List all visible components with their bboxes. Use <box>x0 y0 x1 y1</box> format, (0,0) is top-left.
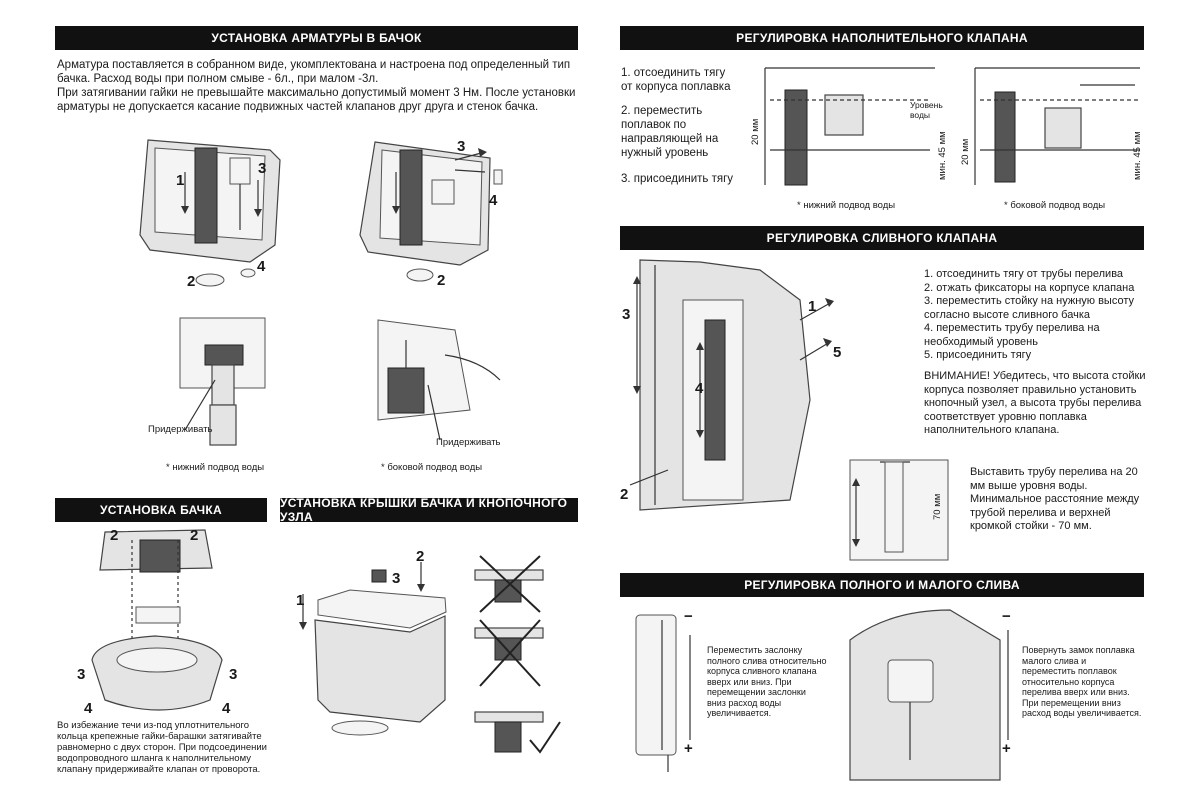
fill-dim-45-b: мин. 45 мм <box>1132 131 1143 180</box>
fill-caption-bottom: * нижний подвод воды <box>797 200 896 211</box>
tank-step-4-left: 4 <box>84 700 93 717</box>
section-title-install-fittings: УСТАНОВКА АРМАТУРЫ В БАЧОК <box>55 26 578 50</box>
section-title-drain-valve: РЕГУЛИРОВКА СЛИВНОГО КЛАПАНА <box>620 226 1144 250</box>
small-flush-plus: + <box>1002 740 1011 757</box>
section-title-fill-valve: РЕГУЛИРОВКА НАПОЛНИТЕЛЬНОГО КЛАПАНА <box>620 26 1144 50</box>
small-flush-minus: − <box>1002 608 1011 625</box>
fill-valve-step3: 3. присоединить тягу <box>621 173 734 185</box>
fill-valve-step2: 2. переместить поплавок по направляющей … <box>621 105 719 159</box>
tank-side-inlet-illustration <box>359 141 503 282</box>
fill-valve-step1: 1. отсоединить тягу от корпуса поплавка <box>621 67 731 93</box>
drain-step-item-4: 4. переместить трубу перелива на необход… <box>924 322 1100 348</box>
install-fittings-para1: Арматура поставляется в собранном виде, … <box>57 59 571 85</box>
step-3-label: 3 <box>258 160 267 177</box>
small-flush-note: Повернуть замок поплавка малого слива и … <box>1022 645 1142 718</box>
drain-step-item-5: 5. присоединить тягу <box>924 349 1032 361</box>
step-1-label: 1 <box>176 172 185 189</box>
install-tank-note: Во избежание течи из-под уплотнительного… <box>57 720 267 775</box>
section-title-install-lid: УСТАНОВКА КРЫШКИ БАЧКА И КНОПОЧНОГО УЗЛА <box>280 496 578 524</box>
tank-step-2-right: 2 <box>190 527 199 544</box>
drain-step-3: 3 <box>622 306 631 323</box>
full-flush-minus: − <box>684 608 693 625</box>
section-title-flush-adjust: РЕГУЛИРОВКА ПОЛНОГО И МАЛОГО СЛИВА <box>620 573 1144 597</box>
tank-step-3-left: 3 <box>77 666 86 683</box>
full-flush-plus: + <box>684 740 693 757</box>
full-flush-illustration <box>635 614 691 772</box>
tank-step-2-left: 2 <box>110 527 119 544</box>
fill-dim-45-a: мин. 45 мм <box>937 131 948 180</box>
drain-valve-illustration <box>629 259 834 511</box>
hold-label-1: Придерживать <box>148 424 213 435</box>
section-title-install-tank: УСТАНОВКА БАЧКА <box>55 498 267 522</box>
side-inlet-detail <box>377 319 501 441</box>
full-flush-note: Переместить заслонку полного слива относ… <box>707 645 827 718</box>
overflow-dim-70: 70 мм <box>932 493 943 520</box>
overflow-dimension-illustration <box>849 459 949 561</box>
drain-step-item-1: 1. отсоединить тягу от трубы перелива <box>924 268 1124 280</box>
drain-step-4: 4 <box>695 380 704 397</box>
tank-mount-illustration <box>91 529 223 711</box>
drain-step-list: 1. отсоединить тягу от трубы перелива 2.… <box>924 268 1146 363</box>
overflow-note: Выставить трубу перелива на 20 мм выше у… <box>970 466 1140 532</box>
fill-caption-side: * боковой подвод воды <box>1004 200 1106 211</box>
tank-step-3-right: 3 <box>229 666 238 683</box>
step-3b-label: 3 <box>457 138 466 155</box>
hold-label-2: Придерживать <box>436 437 501 448</box>
fill-valve-bottom-illustration <box>764 67 935 186</box>
step-2-label: 2 <box>187 273 196 290</box>
install-fittings-para2: При затягивании гайки не превышайте макс… <box>57 87 576 113</box>
lid-step-1: 1 <box>296 592 305 609</box>
step-4-label: 4 <box>257 258 266 275</box>
step-4b-label: 4 <box>489 192 498 209</box>
step-2b-label: 2 <box>437 272 446 289</box>
tank-step-4-right: 4 <box>222 700 231 717</box>
lid-install-illustration <box>299 562 447 736</box>
water-level-label: Уровень воды <box>910 100 943 120</box>
lid-step-3: 3 <box>392 570 401 587</box>
drain-step-item-2: 2. отжать фиксаторы на корпусе клапана <box>924 281 1135 294</box>
caption-bottom-inlet: * нижний подвод воды <box>166 462 265 473</box>
small-flush-illustration <box>849 609 1009 781</box>
button-height-checks <box>474 555 561 754</box>
lid-step-2: 2 <box>416 548 425 565</box>
drain-step-1: 1 <box>808 298 817 315</box>
tank-bottom-inlet-illustration <box>139 139 281 287</box>
fill-dim-20-b: 20 мм <box>960 138 971 165</box>
drain-step-2: 2 <box>620 486 629 503</box>
drain-step-item-3: 3. переместить стойку на нужную высоту с… <box>924 295 1134 321</box>
fill-valve-side-illustration <box>974 67 1140 185</box>
caption-side-inlet: * боковой подвод воды <box>381 462 483 473</box>
bottom-inlet-detail <box>179 317 266 446</box>
fill-dim-20-a: 20 мм <box>750 118 761 145</box>
drain-warning: ВНИМАНИЕ! Убедитесь, что высота стойки к… <box>924 370 1146 436</box>
